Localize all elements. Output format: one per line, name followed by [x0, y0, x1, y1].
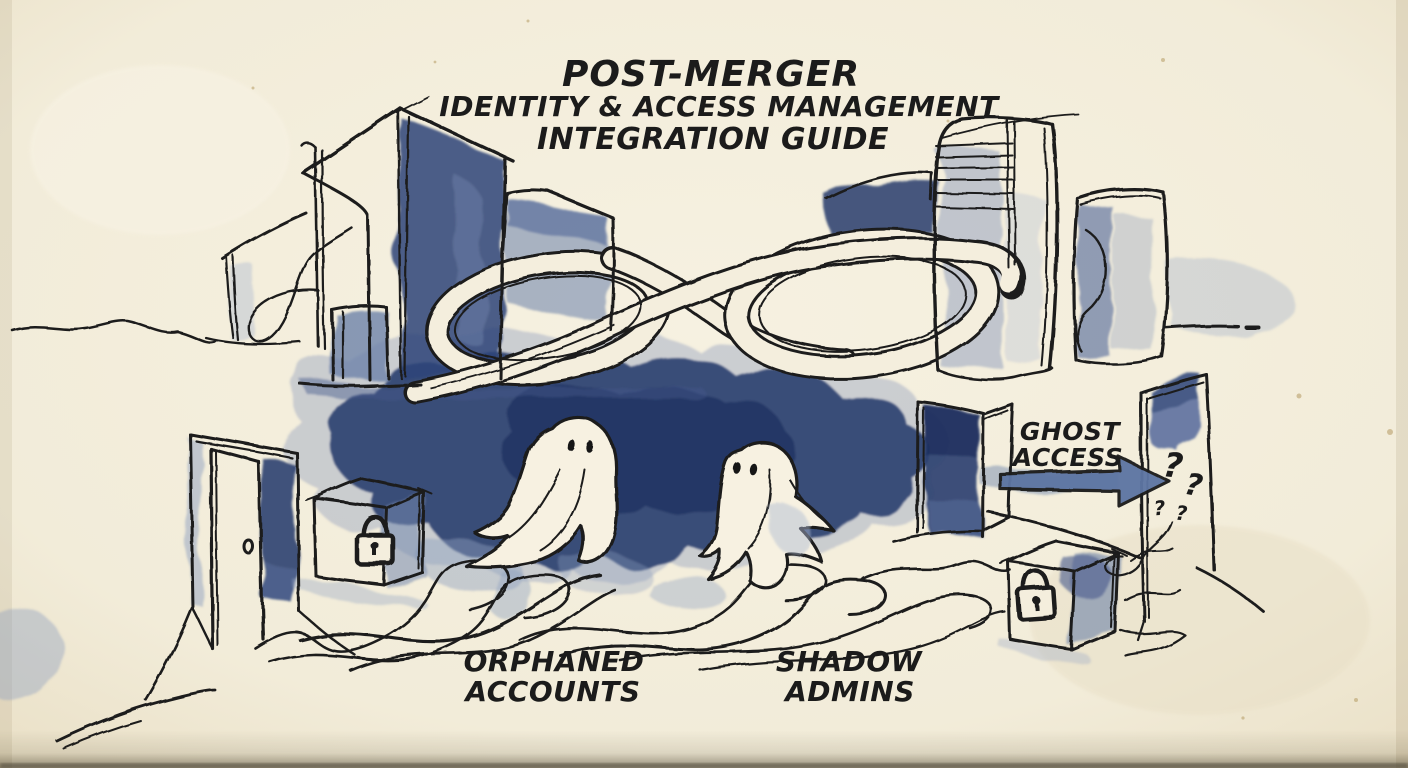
door-right — [1136, 372, 1266, 642]
question-mark: ? — [1161, 445, 1185, 487]
ghost-access-line-1: GHOST — [1020, 417, 1122, 446]
label-ghost-access: GHOST ACCESS — [1011, 417, 1123, 472]
question-marks: ? ? ? ? — [1153, 445, 1205, 525]
tower-wash-dark — [398, 116, 505, 379]
integration-loop-road — [403, 227, 1027, 404]
arrow-right-icon — [998, 454, 1171, 508]
ghost-eyes — [567, 439, 594, 453]
label-shadow-admins: SHADOW ADMINS — [776, 645, 923, 708]
ghost-eyes — [733, 462, 758, 476]
block-wash-dark — [826, 174, 936, 236]
question-mark: ? — [1153, 496, 1167, 521]
lockbox-right — [999, 539, 1127, 651]
label-orphaned-accounts: ORPHANED ACCOUNTS — [463, 645, 645, 708]
shadow-line-1: SHADOW — [776, 645, 923, 678]
title-line-1: POST-MERGER — [562, 54, 860, 95]
ghost-shadow-admins — [698, 440, 835, 590]
lockbox-left — [305, 476, 433, 587]
wisp-trails — [253, 520, 1187, 672]
door-middle — [891, 400, 1145, 561]
ghost-orphaned-accounts — [464, 415, 619, 569]
question-mark: ? — [1182, 467, 1205, 504]
title-line-2: IDENTITY & ACCESS MANAGEMENT — [439, 90, 1000, 123]
photo-edge-shadow — [0, 730, 1408, 768]
ghost-body — [464, 415, 619, 569]
city-skyline-right — [824, 113, 1260, 381]
doorknob-icon — [242, 538, 254, 554]
city-skyline-left — [10, 95, 615, 388]
title-line-3: INTEGRATION GUIDE — [537, 122, 889, 157]
title-block: POST-MERGER IDENTITY & ACCESS MANAGEMENT… — [439, 54, 1000, 157]
door-left — [55, 432, 357, 749]
paper-speckles — [251, 19, 1393, 720]
orphaned-line-1: ORPHANED — [464, 645, 645, 678]
ghost-access-line-2: ACCESS — [1011, 443, 1123, 472]
shadow-line-2: ADMINS — [783, 675, 915, 708]
padlock-icon-left — [354, 514, 396, 567]
padlock-icon-right — [1015, 567, 1058, 622]
question-mark: ? — [1175, 501, 1189, 526]
orphaned-line-2: ACCOUNTS — [463, 675, 640, 708]
